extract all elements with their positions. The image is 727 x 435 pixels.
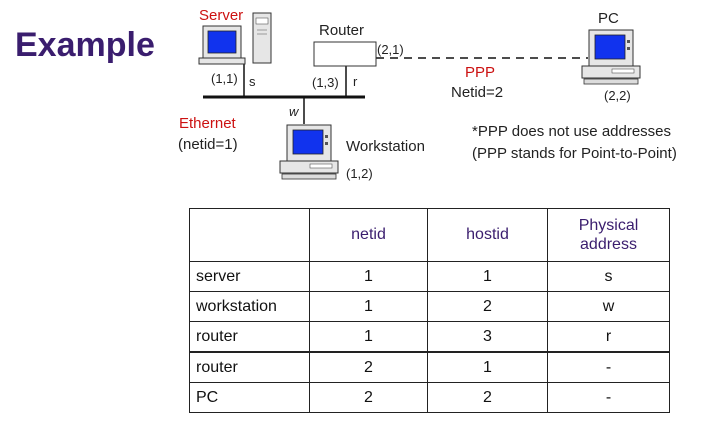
- cell-netid: 1: [309, 321, 428, 353]
- header-physical: Physical: [578, 217, 639, 234]
- workstation-label: Workstation: [346, 138, 425, 155]
- router-box-icon: [313, 41, 377, 67]
- cell-hostid: 1: [427, 261, 548, 292]
- ppp-label: PPP: [465, 64, 496, 81]
- table-row: PC 2 2 -: [189, 382, 670, 413]
- pc-address: (2,2): [604, 88, 631, 103]
- header-hostid: hostid: [427, 208, 548, 262]
- note-ppp-addresses: *PPP does not use addresses: [472, 123, 672, 140]
- cell-hostid: 2: [427, 382, 548, 413]
- router-eth-address: (1,3): [312, 75, 339, 90]
- cell-name: router: [189, 321, 310, 353]
- header-netid: netid: [309, 208, 428, 262]
- server-address: (1,1): [211, 71, 238, 86]
- router-physical-label: r: [353, 74, 358, 89]
- table-row: router 2 1 -: [189, 351, 670, 383]
- cell-netid: 2: [309, 351, 428, 383]
- header-physical-address: Physical address: [547, 208, 670, 262]
- header-name: [189, 208, 310, 262]
- cell-hostid: 3: [427, 321, 548, 353]
- cell-name: workstation: [189, 291, 310, 322]
- cell-physical: w: [547, 291, 670, 322]
- cell-hostid: 1: [427, 351, 548, 383]
- workstation-computer-icon: [279, 124, 339, 180]
- ethernet-label: Ethernet: [179, 115, 236, 132]
- cell-name: server: [189, 261, 310, 292]
- cell-netid: 1: [309, 261, 428, 292]
- router-label: Router: [319, 22, 365, 39]
- cell-physical: -: [547, 382, 670, 413]
- note-ppp-meaning: (PPP stands for Point-to-Point): [472, 145, 677, 162]
- cell-physical: s: [547, 261, 670, 292]
- table-row: workstation 1 2 w: [189, 291, 670, 322]
- cell-netid: 2: [309, 382, 428, 413]
- cell-netid: 1: [309, 291, 428, 322]
- router-ppp-address: (2,1): [377, 42, 404, 57]
- cell-hostid: 2: [427, 291, 548, 322]
- cell-physical: r: [547, 321, 670, 353]
- header-address: address: [580, 236, 637, 253]
- table-row: server 1 1 s: [189, 261, 670, 292]
- cell-name: router: [189, 351, 310, 383]
- table-row: router 1 3 r: [189, 321, 670, 353]
- addressing-table: netid hostid Physical address server 1 1…: [189, 208, 670, 413]
- pc-label: PC: [598, 10, 619, 27]
- pc-computer-icon: [581, 29, 641, 85]
- network-diagram: [198, 12, 641, 180]
- ppp-netid: Netid=2: [451, 84, 504, 101]
- workstation-physical-label: w: [289, 104, 299, 119]
- ethernet-netid: (netid=1): [178, 136, 238, 153]
- server-computer-icon: [198, 12, 272, 65]
- cell-physical: -: [547, 351, 670, 383]
- server-physical-label: s: [249, 74, 256, 89]
- table-header-row: netid hostid Physical address: [189, 208, 670, 262]
- page-title: Example: [15, 26, 155, 64]
- workstation-address: (1,2): [346, 166, 373, 181]
- server-label: Server: [199, 7, 244, 24]
- cell-name: PC: [189, 382, 310, 413]
